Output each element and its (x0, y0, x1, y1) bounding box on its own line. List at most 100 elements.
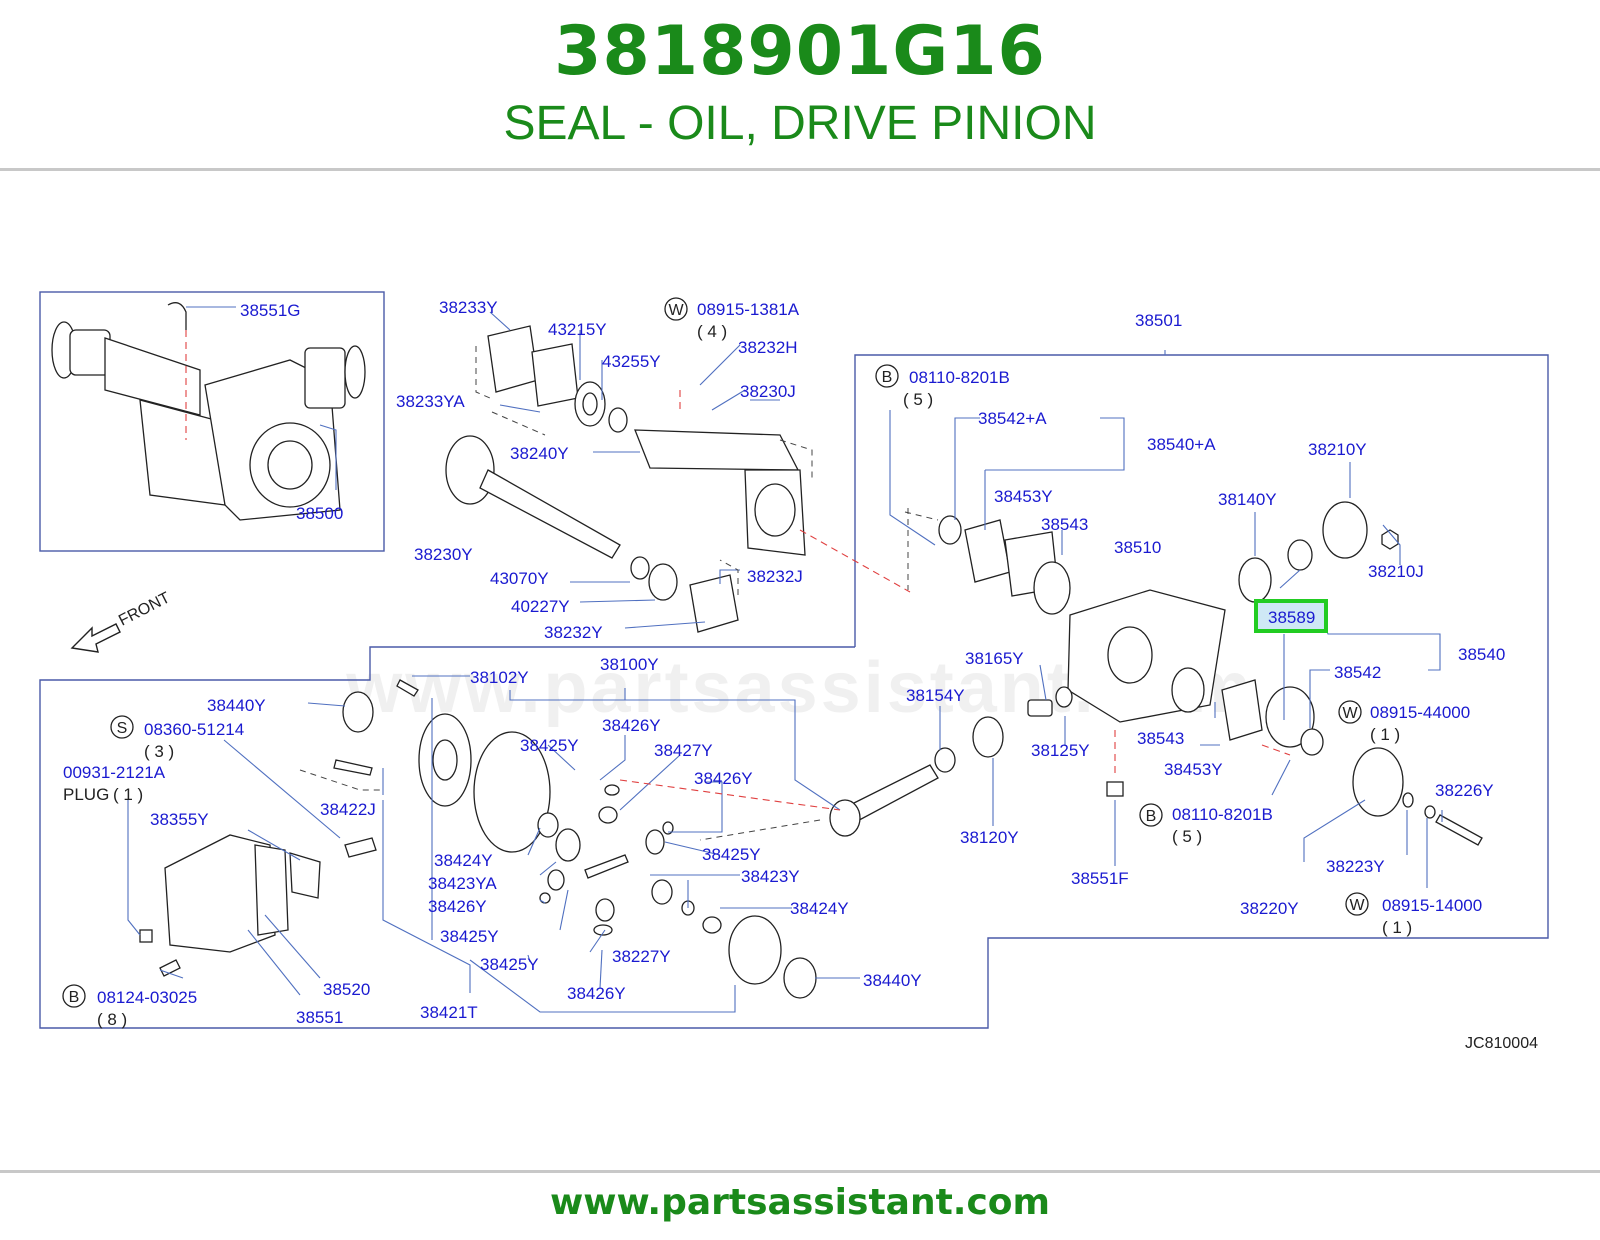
part-label-21: 38210Y (1308, 440, 1367, 459)
symbol-b-2: B (1139, 803, 1163, 827)
part-label-40: 38120Y (960, 828, 1019, 847)
part-label-27: 38589 (1268, 608, 1315, 627)
bearing-38440y-upper (342, 691, 374, 733)
symbol-b-1: B (875, 364, 899, 388)
part-label-43: 38220Y (1240, 899, 1299, 918)
highlighted-part-box (1254, 599, 1328, 633)
rear-group-frame (39, 354, 1549, 1029)
part-label-36: 38453Y (1164, 760, 1223, 779)
part-label-19: 38542+A (978, 409, 1047, 428)
part-label-74: 38421T (420, 1003, 478, 1022)
leader-lines (127, 306, 1443, 1013)
part-label-72: 38426Y (567, 984, 626, 1003)
plug-38551f (1106, 781, 1124, 797)
seal-40227y (648, 563, 678, 601)
component-sketches (139, 325, 1483, 999)
axle-shaft (479, 469, 621, 559)
part-label-41: 38223Y (1326, 857, 1385, 876)
part-label-52: ( 1 ) (113, 785, 143, 804)
flange-38210y (1322, 501, 1368, 559)
retainer-38232y (689, 574, 739, 633)
part-label-0: 38551G (240, 301, 301, 320)
part-label-59: 38425Y (702, 845, 761, 864)
part-number-title: 3818901G16 (554, 12, 1046, 91)
part-label-30: 38165Y (965, 649, 1024, 668)
part-label-51: 00931-2121A (63, 763, 166, 782)
part-label-44: 08915-14000 (1382, 896, 1482, 915)
bearing-38120y (972, 716, 1004, 758)
part-label-29: 38542 (1334, 663, 1381, 682)
part-label-20: 38540+A (1147, 435, 1216, 454)
symbol-w-4: W (1345, 892, 1369, 916)
part-label-57: 38422J (320, 800, 376, 819)
diff-case-38421t (728, 915, 782, 985)
part-label-49: 08360-51214 (144, 720, 244, 739)
pinion-shaft-cross (584, 854, 629, 879)
part-label-2: 38233Y (439, 298, 498, 317)
part-label-11: 38230Y (414, 545, 473, 564)
part-label-1: 38500 (296, 504, 343, 523)
part-label-70: 08124-03025 (97, 988, 197, 1007)
part-label-8: 38230J (740, 382, 796, 401)
front-label: FRONT (116, 589, 173, 629)
symbol-letter-6: B (69, 989, 80, 1006)
symbol-w-0: W (664, 297, 688, 321)
part-label-13: 40227Y (511, 597, 570, 616)
symbol-letter-5: S (117, 720, 128, 737)
part-label-39: ( 5 ) (1172, 827, 1202, 846)
part-label-54: 38425Y (520, 736, 579, 755)
part-label-71: ( 8 ) (97, 1010, 127, 1029)
symbol-b-6: B (62, 984, 86, 1008)
part-label-14: 38232J (747, 567, 803, 586)
part-label-16: 38501 (1135, 311, 1182, 330)
part-label-9: 38233YA (396, 392, 465, 411)
symbol-letter-3: W (1342, 705, 1358, 722)
part-label-47: 38100Y (600, 655, 659, 674)
part-label-65: 38425Y (440, 927, 499, 946)
part-label-34: 38125Y (1031, 741, 1090, 760)
part-label-32: ( 1 ) (1370, 725, 1400, 744)
fastener-symbols: W B B W W S B (62, 297, 1369, 1008)
part-label-61: 38423YA (428, 874, 497, 893)
part-label-28: 38540 (1458, 645, 1505, 664)
part-label-62: 38423Y (741, 867, 800, 886)
dashed-frame-lines (299, 346, 939, 841)
symbol-letter-1: B (882, 369, 893, 386)
part-label-60: 38424Y (434, 851, 493, 870)
part-label-17: 08110-8201B (909, 368, 1010, 387)
part-label-6: ( 4 ) (697, 322, 727, 341)
plug-label: PLUG (63, 785, 109, 804)
axle-assembly-sketch (51, 302, 366, 521)
part-label-69: 38440Y (863, 971, 922, 990)
seal-38589-ring (1287, 539, 1313, 571)
bearing-38440y-lower (783, 957, 817, 999)
part-label-68: 38520 (323, 980, 370, 999)
part-label-23: 38543 (1041, 515, 1088, 534)
part-label-33: 38154Y (906, 686, 965, 705)
part-label-66: 38227Y (612, 947, 671, 966)
axle-shaft-flange (445, 435, 495, 505)
part-label-24: 38140Y (1218, 490, 1277, 509)
part-label-42: 38551F (1071, 869, 1129, 888)
gasket-43215y (531, 343, 579, 407)
header-divider (0, 168, 1600, 171)
symbol-letter-0: W (668, 302, 684, 319)
part-label-53: 38426Y (602, 716, 661, 735)
part-label-67: 38425Y (480, 955, 539, 974)
ring-gear-38100y (473, 731, 551, 853)
symbol-letter-4: W (1349, 897, 1365, 914)
group-outlines (39, 291, 1549, 1029)
spacer-38165y (1027, 699, 1053, 717)
inset-frame (39, 291, 385, 552)
part-label-58: 38355Y (150, 810, 209, 829)
seal-43070y (630, 556, 650, 580)
part-label-4: 43255Y (602, 352, 661, 371)
part-label-73: 38551 (296, 1008, 343, 1027)
symbol-letter-2: B (1146, 808, 1157, 825)
bearing-38140y (1238, 557, 1272, 603)
website-url: www.partsassistant.com (549, 1182, 1051, 1223)
cover-38355y (164, 834, 276, 953)
part-label-46: 38102Y (470, 668, 529, 687)
front-direction-arrow: FRONT (70, 589, 173, 653)
